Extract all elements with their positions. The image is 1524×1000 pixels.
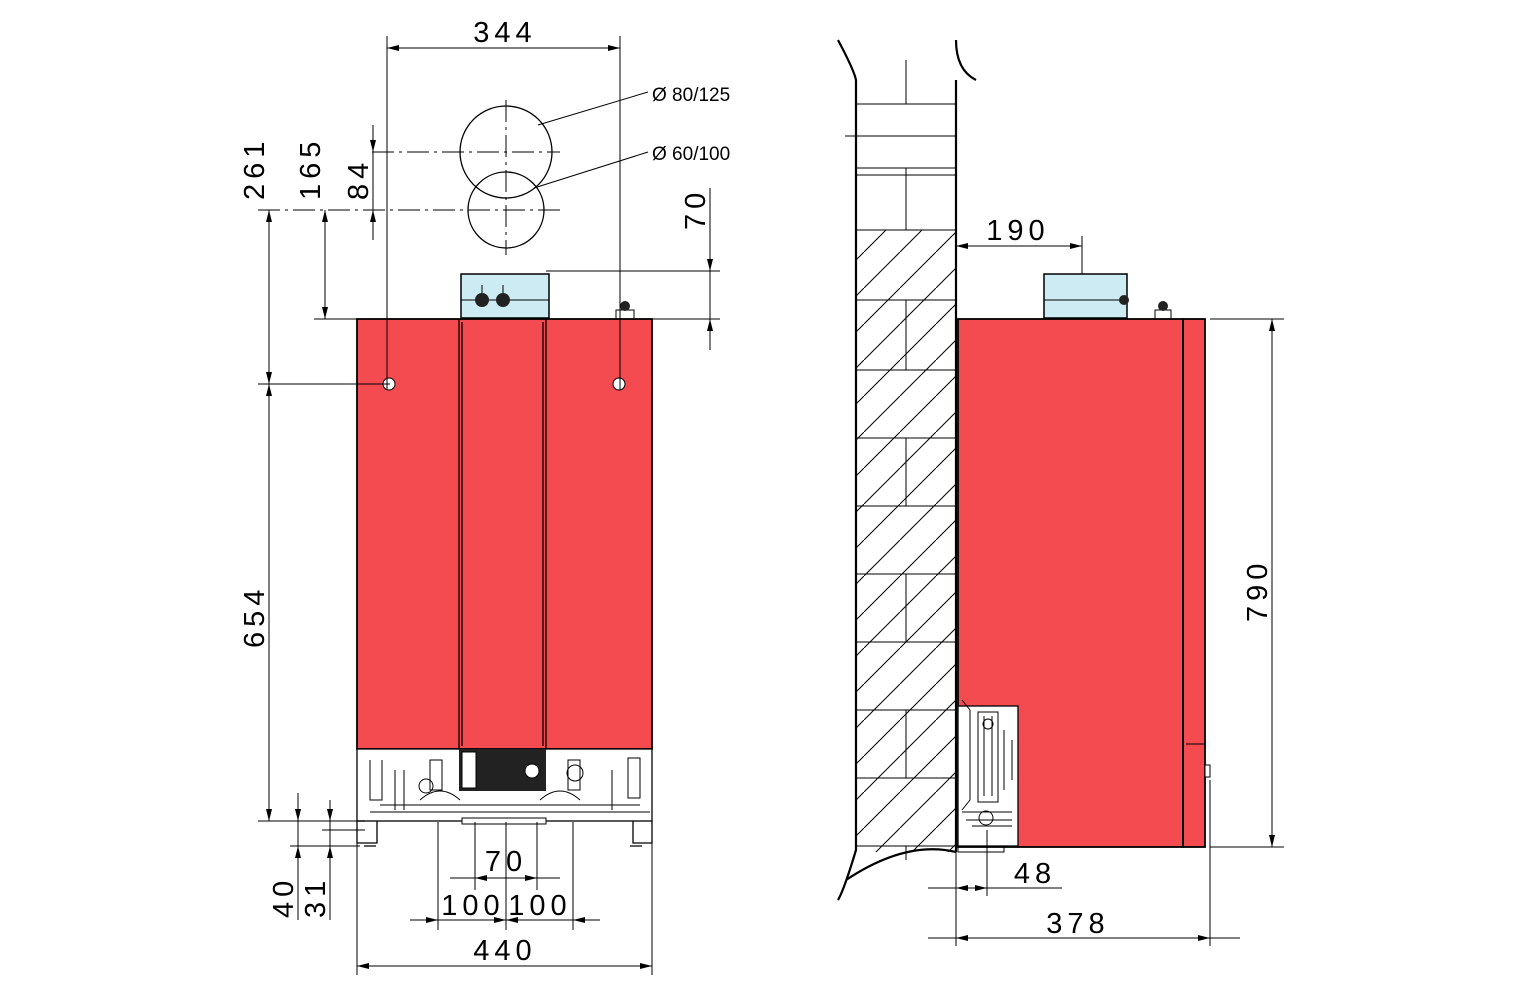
- side-view: 190 790: [837, 39, 1284, 946]
- dim-wall-clearance: 190: [986, 215, 1049, 247]
- dim-pipe-spacing-left: 100: [441, 890, 504, 922]
- dim-height-lower: 654: [239, 585, 271, 648]
- flue-terminal-side: [1043, 273, 1172, 320]
- boiler-side-body: [957, 318, 1211, 848]
- mounting-hole-right: [612, 377, 626, 391]
- flue-sensor-right: [496, 293, 510, 307]
- flue-terminal: [460, 273, 550, 319]
- dim-bottom-offset-31: 31: [300, 876, 332, 918]
- dim-pipe-depth: 48: [1014, 858, 1056, 890]
- boiler-front-body: [356, 318, 653, 750]
- dim-flue-height-84: 84: [343, 158, 375, 200]
- flue-outlet-circles: [258, 91, 649, 255]
- dim-width-total: 440: [473, 935, 536, 967]
- front-view: Ø 80/125 Ø 60/100: [239, 17, 730, 975]
- dim-height-total: 790: [1242, 559, 1274, 622]
- flue-terminal-side-box: [1043, 273, 1128, 319]
- flue-diameter-small-label: Ø 60/100: [652, 144, 730, 165]
- dim-pipe-spacing-right: 100: [508, 890, 571, 922]
- flue-sensor-left: [475, 293, 489, 307]
- dim-height-upper: 261: [239, 137, 271, 200]
- dim-terminal-height: 70: [680, 188, 712, 230]
- dim-flue-height-165: 165: [295, 137, 327, 200]
- dim-flue-spacing: 344: [473, 17, 536, 49]
- side-pipework: [957, 699, 1019, 853]
- dim-pipe-spacing-70: 70: [485, 846, 527, 878]
- dim-depth-total: 378: [1046, 908, 1109, 940]
- dim-bottom-offset-40: 40: [268, 876, 300, 918]
- boiler-front-panel-side: [1182, 318, 1206, 848]
- flue-diameter-large-label: Ø 80/125: [652, 85, 730, 106]
- wall-section: [837, 39, 977, 901]
- top-valve: [615, 301, 635, 320]
- bottom-connections-front: [356, 748, 653, 847]
- boiler-casing-front: [356, 318, 653, 750]
